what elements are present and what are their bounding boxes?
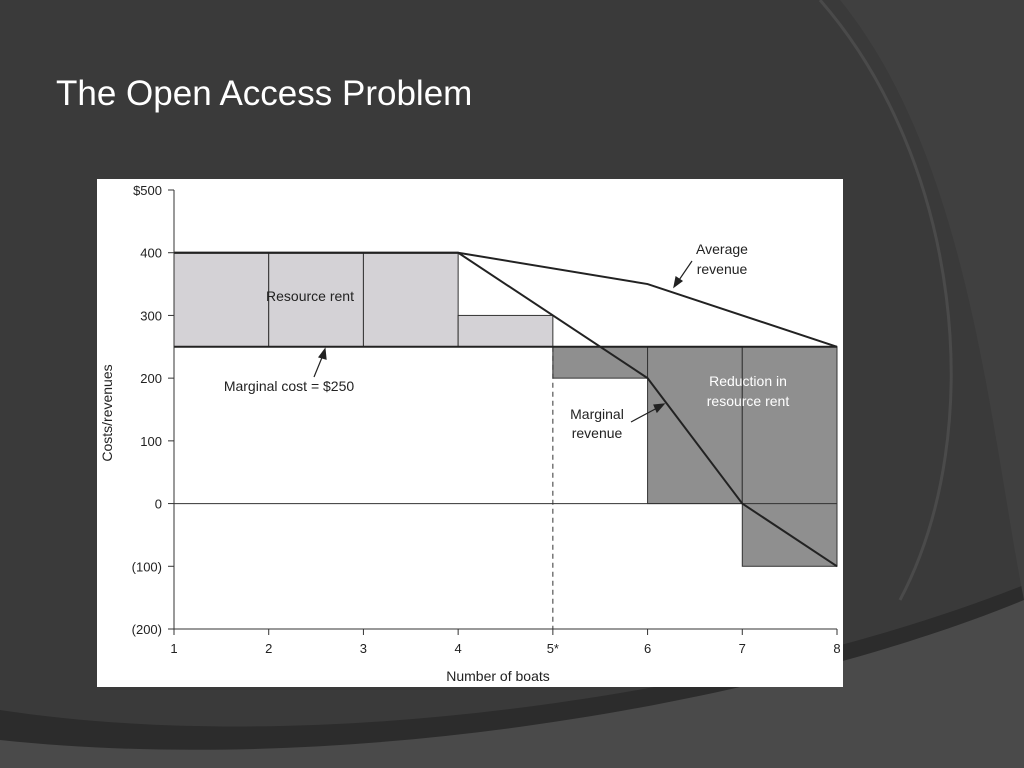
x-tick-label-3: 4 [455,641,462,656]
background-arc [818,0,953,601]
bar-reduction-5 [647,346,743,505]
bar-reduction-4 [552,346,649,379]
y-tick-label-0: $500 [133,183,162,198]
background-arc-outer [840,0,1024,600]
bar-resource-rent-2 [362,252,459,348]
bar-resource-rent-0 [173,252,270,348]
annotation-marginal-revenue-line2: revenue [572,425,623,441]
series-line-1 [174,251,838,568]
slide-title: The Open Access Problem [56,74,473,113]
x-tick-label-7: 8 [833,641,840,656]
arrow-marginal-cost-head [317,347,327,360]
background-swoosh-light [0,600,1024,768]
y-tick-label-3: 200 [140,371,162,386]
bar-resource-rent-3 [457,314,554,348]
y-tick-label-4: 100 [140,434,162,449]
annotation-resource-rent: Resource rent [266,288,354,304]
annotation-marginal-cost: Marginal cost = $250 [224,378,355,394]
arrow-marginal-revenue-head [653,403,666,414]
y-axis-title: Costs/revenues [99,364,115,461]
annotation-reduction-line2: resource rent [707,393,790,409]
annotation-arrows [313,260,693,423]
x-tick-label-0: 1 [170,641,177,656]
x-axis-title: Number of boats [446,668,550,684]
chart-card: $500 400 300 200 100 0 (100) (200) 1 2 3 4 5* 6 7 8 Res… [97,179,843,687]
x-tick-label-2: 3 [360,641,367,656]
y-tick-label-5: 0 [155,497,162,512]
x-tick-label-1: 2 [265,641,272,656]
axes-layer: $500 400 300 200 100 0 (100) (200) 1 2 3 4 5* 6 7 8 [132,183,841,656]
bars-layer [173,252,838,567]
reference-layer [174,346,837,629]
y-tick-label-1: 400 [140,246,162,261]
annotation-average-revenue-line1: Average [696,241,748,257]
open-access-chart: $500 400 300 200 100 0 (100) (200) 1 2 3 4 5* 6 7 8 Res… [99,183,841,684]
series-layer [174,251,838,568]
annotation-reduction-line1: Reduction in [709,373,787,389]
annotation-marginal-revenue-line1: Marginal [570,406,624,422]
arrow-marginal-cost [313,354,324,378]
x-tick-label-4: 5* [547,641,559,656]
arrow-average-revenue-head [673,276,684,289]
x-tick-label-6: 7 [739,641,746,656]
x-tick-label-5: 6 [644,641,651,656]
y-tick-label-2: 300 [140,308,162,323]
y-tick-label-7: (200) [132,622,162,637]
y-tick-label-6: (100) [132,559,162,574]
arrow-marginal-revenue [630,406,660,423]
bar-reduction-6 [741,346,838,567]
annotation-average-revenue-line2: revenue [697,261,748,277]
